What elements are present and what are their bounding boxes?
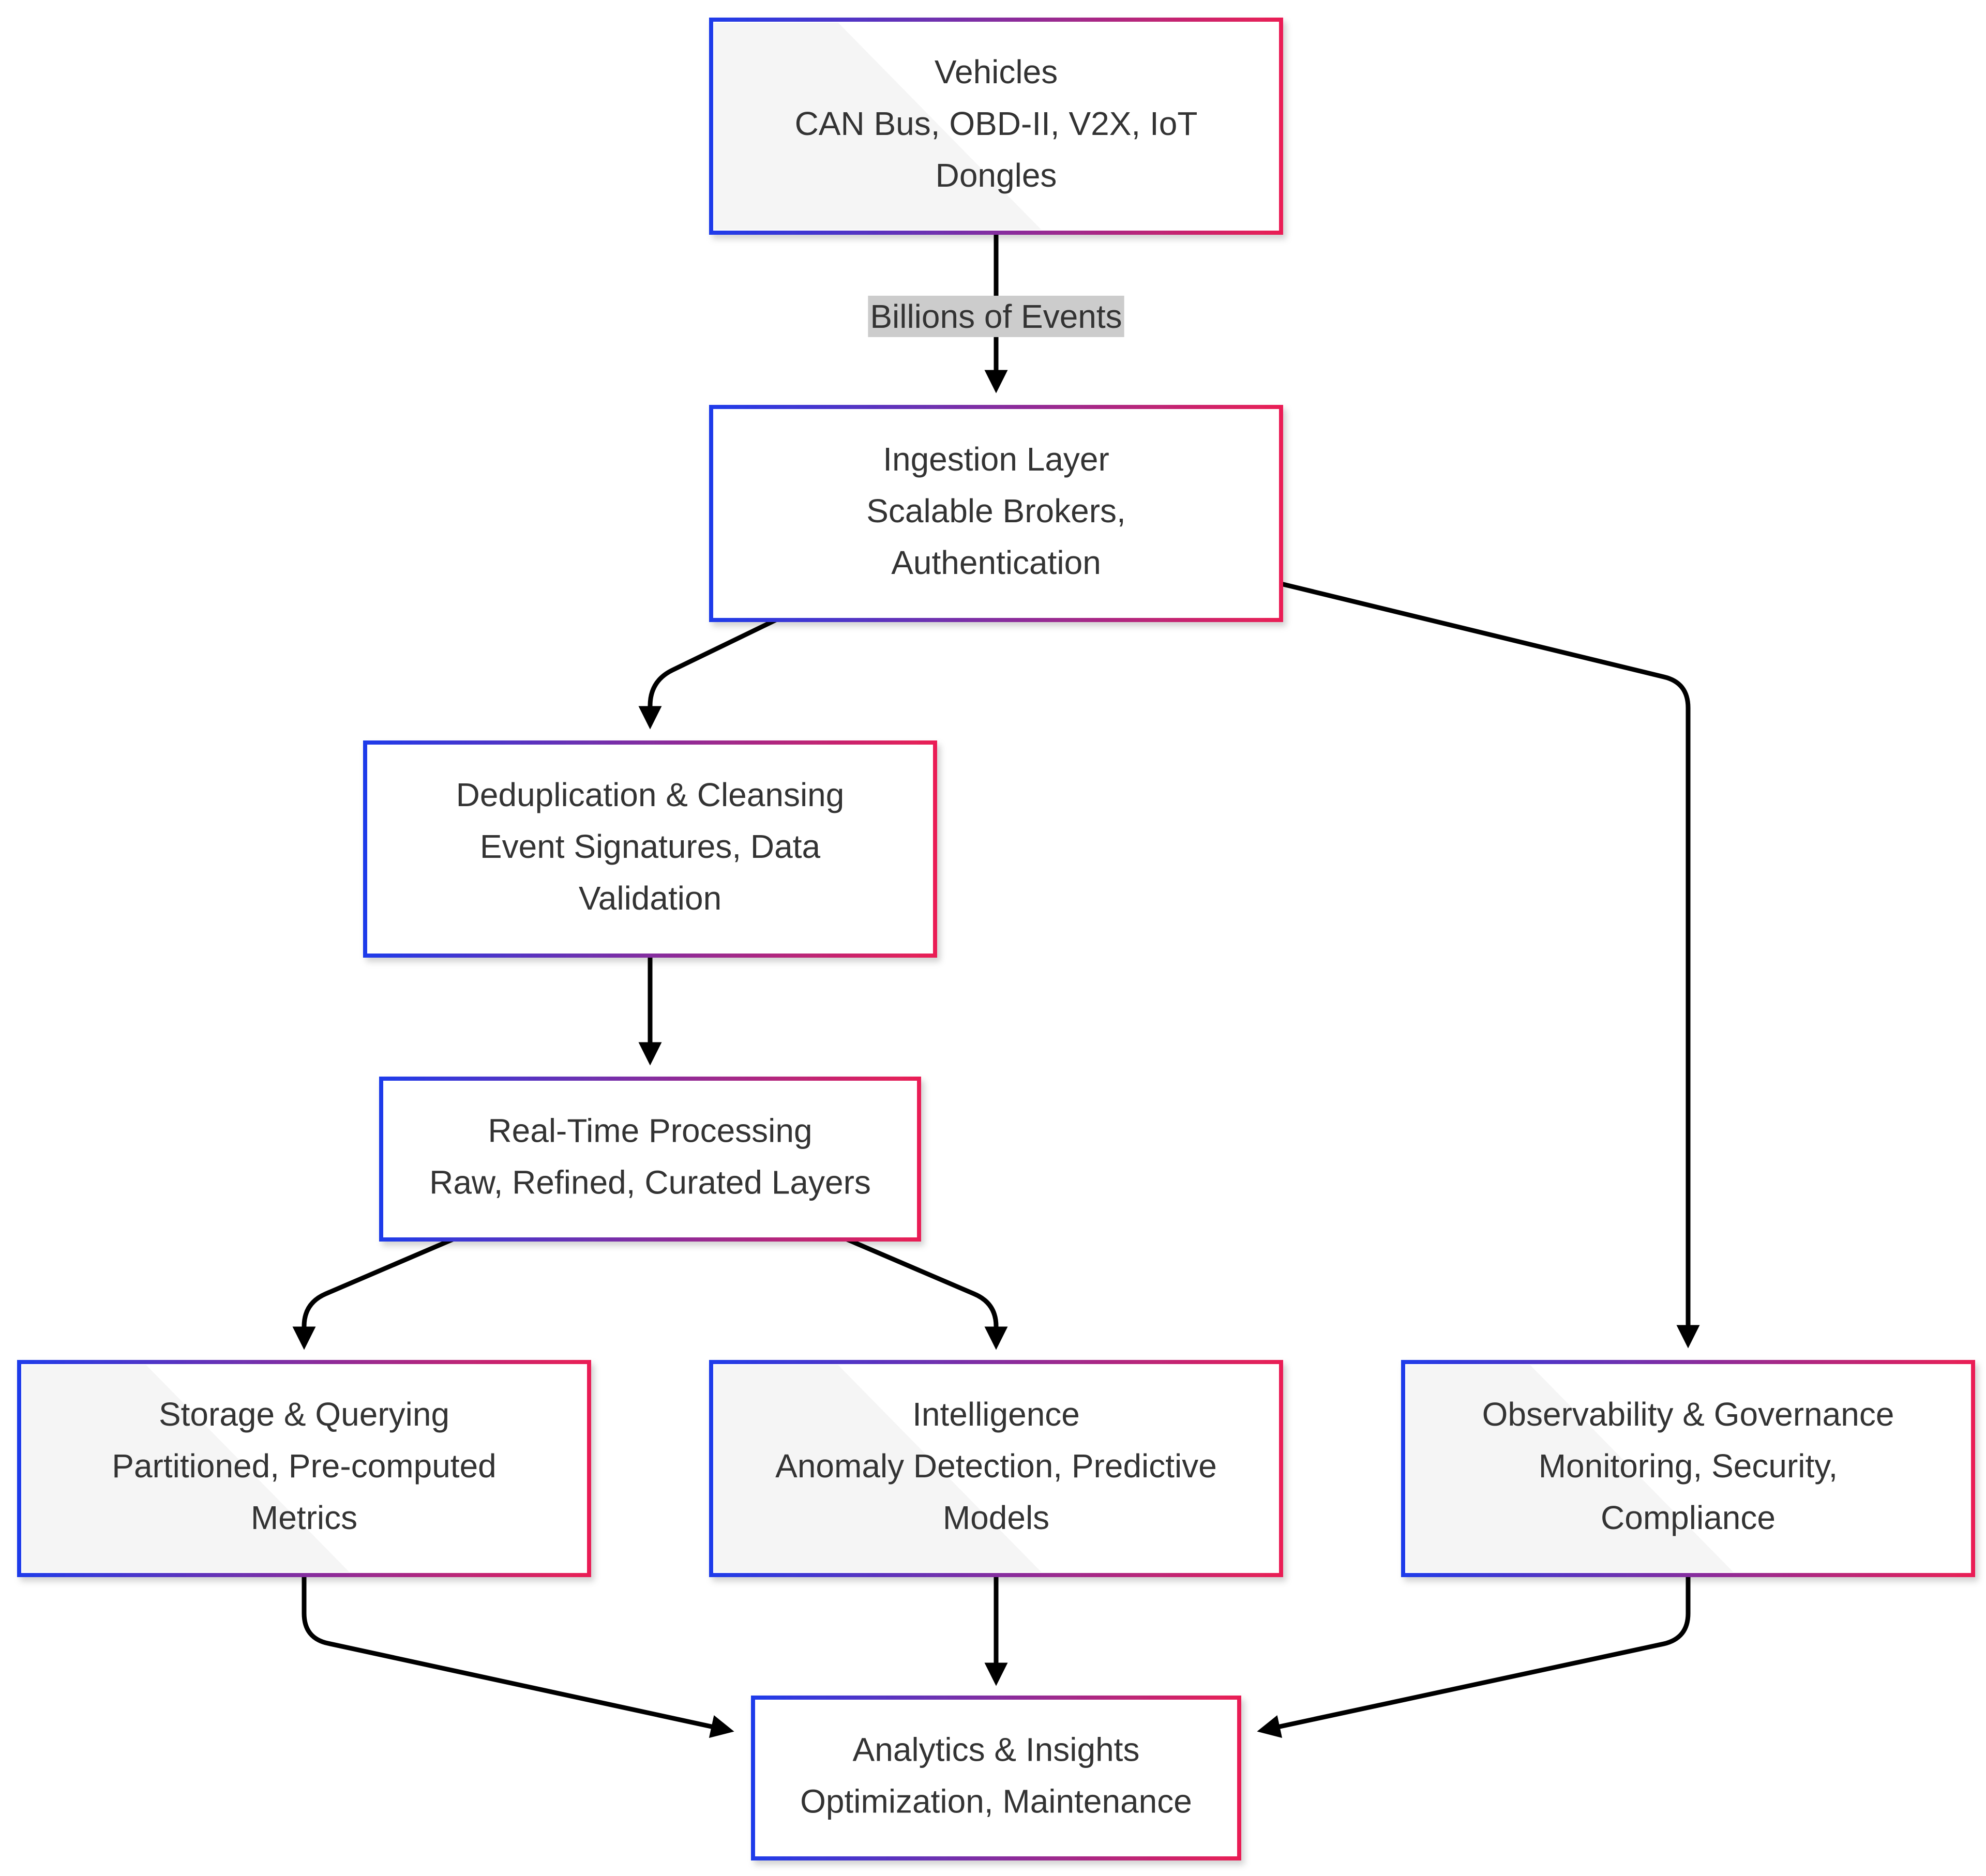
- node-title: Real-Time Processing: [488, 1112, 812, 1149]
- edge-storage-to-analytics: [302, 1572, 734, 1738]
- node-subtitle-line: Validation: [579, 880, 721, 917]
- node-box: [751, 1696, 1241, 1860]
- node-subtitle-line: Models: [943, 1499, 1049, 1536]
- node-subtitle-line: Event Signatures, Data: [480, 828, 821, 865]
- edge-realtime-to-intelligence: [845, 1237, 1008, 1350]
- node-subtitle-line: CAN Bus, OBD-II, V2X, IoT: [795, 105, 1198, 142]
- node-subtitle-line: Dongles: [936, 157, 1057, 194]
- node-box: [363, 740, 937, 958]
- node-title: Intelligence: [912, 1396, 1080, 1433]
- node-subtitle-line: Compliance: [1601, 1499, 1776, 1536]
- node-title: Observability & Governance: [1482, 1396, 1894, 1433]
- node-title: Storage & Querying: [159, 1396, 449, 1433]
- node-subtitle-line: Scalable Brokers,: [866, 492, 1126, 529]
- node-title: Analytics & Insights: [853, 1731, 1140, 1768]
- node-accent-panel: [1406, 1365, 1734, 1572]
- node-subtitle-line: Authentication: [891, 544, 1101, 581]
- node-subtitle-line: Optimization, Maintenance: [800, 1782, 1192, 1820]
- node-accent-panel: [714, 1365, 1042, 1572]
- node-title: Vehicles: [935, 53, 1058, 90]
- edge-labels-layer: Billions of Events: [868, 295, 1124, 337]
- edges-layer: [292, 230, 1700, 1738]
- node-subtitle-line: Metrics: [251, 1499, 357, 1536]
- edge-ingestion-to-dedup: [638, 617, 778, 730]
- node-subtitle-line: Raw, Refined, Curated Layers: [429, 1163, 871, 1201]
- edge-label-text: Billions of Events: [870, 298, 1122, 335]
- node-box: [709, 405, 1283, 622]
- edge-ingestion-to-observability: [1278, 581, 1700, 1349]
- node-subtitle-line: Partitioned, Pre-computed: [112, 1447, 496, 1485]
- edge-realtime-to-storage: [292, 1237, 455, 1350]
- edge-label-vehicles-to-ingestion: Billions of Events: [868, 295, 1124, 337]
- edge-observability-to-analytics: [1257, 1572, 1691, 1738]
- node-accent-panel: [22, 1365, 350, 1572]
- node-title: Deduplication & Cleansing: [456, 776, 845, 813]
- node-box: [379, 1077, 921, 1242]
- node-subtitle-line: Anomaly Detection, Predictive: [775, 1447, 1217, 1485]
- edge-label-background: [868, 295, 1124, 337]
- node-subtitle-line: Monitoring, Security,: [1539, 1447, 1838, 1485]
- node-title: Ingestion Layer: [883, 441, 1109, 478]
- node-accent-panel: [714, 23, 1042, 230]
